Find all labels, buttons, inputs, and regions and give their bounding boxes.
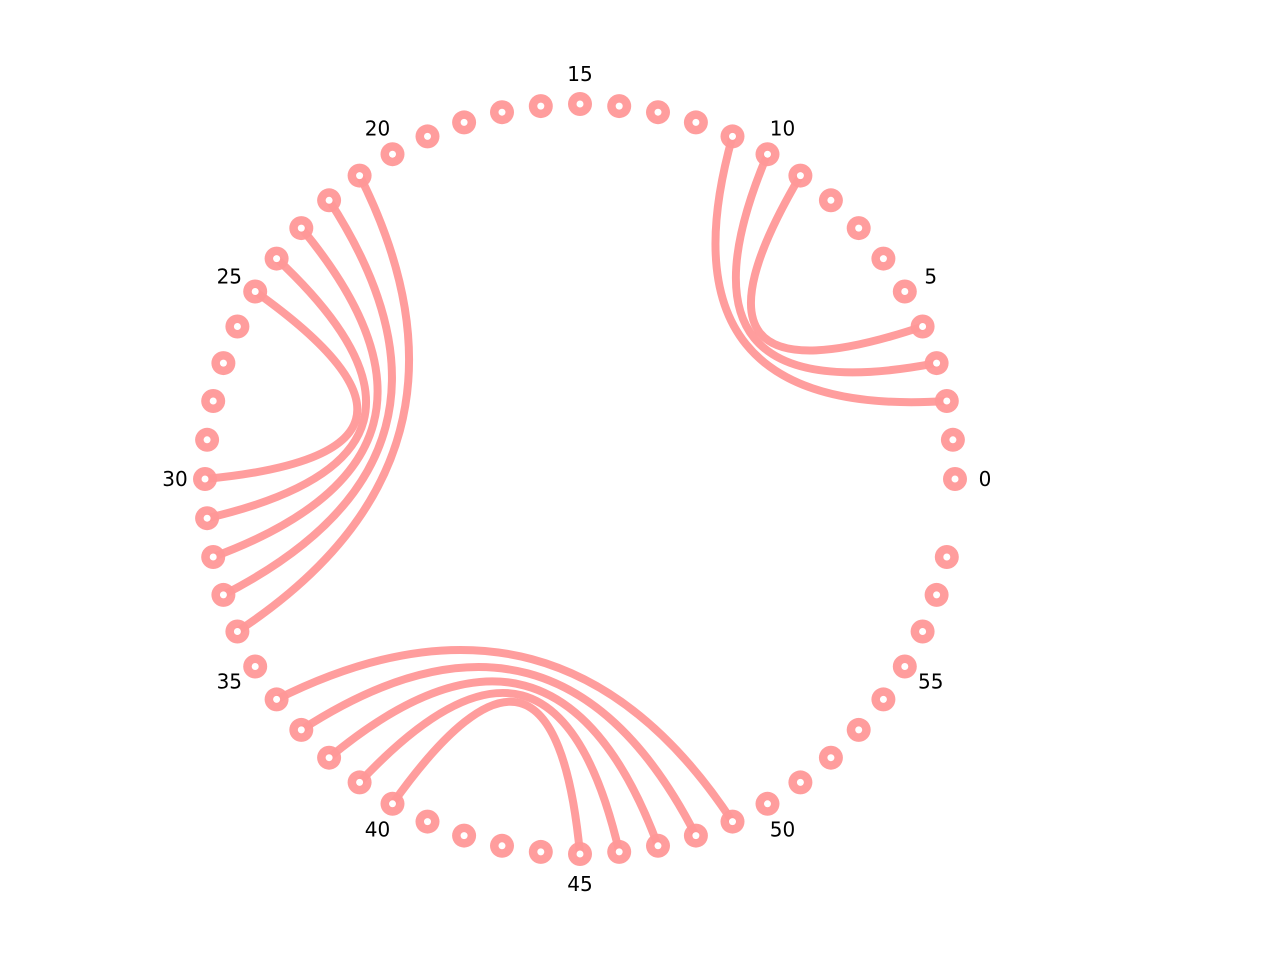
node-21 xyxy=(347,163,372,188)
node-26 xyxy=(225,314,250,339)
node-34 xyxy=(225,619,250,644)
node-42 xyxy=(452,823,477,848)
node-9 xyxy=(788,163,813,188)
node-44 xyxy=(528,839,553,864)
node-label-35: 35 xyxy=(217,670,242,694)
node-label-10: 10 xyxy=(770,116,795,140)
node-30 xyxy=(193,467,217,491)
edge-24-31 xyxy=(203,254,370,523)
node-label-45: 45 xyxy=(567,872,592,896)
node-13 xyxy=(646,100,670,125)
edge-37-48 xyxy=(297,663,700,840)
node-48 xyxy=(683,823,708,848)
edge-3-10 xyxy=(731,150,941,377)
edge-4-9 xyxy=(747,171,927,355)
node-29 xyxy=(195,427,220,452)
node-10 xyxy=(755,142,780,167)
node-17 xyxy=(490,100,514,125)
node-1 xyxy=(940,427,965,452)
node-19 xyxy=(415,124,440,149)
edge-23-32 xyxy=(209,224,382,561)
node-56 xyxy=(910,619,935,644)
node-55 xyxy=(892,654,917,679)
edge-39-46 xyxy=(355,689,624,856)
node-label-25: 25 xyxy=(217,265,242,289)
node-18 xyxy=(452,110,477,135)
node-50 xyxy=(755,791,780,816)
node-24 xyxy=(264,246,289,271)
node-15 xyxy=(568,92,592,116)
node-14 xyxy=(607,94,632,119)
node-16 xyxy=(528,94,553,119)
edge-38-47 xyxy=(325,677,662,850)
nodes-layer xyxy=(193,92,967,866)
node-6 xyxy=(871,246,896,271)
node-54 xyxy=(871,687,896,712)
node-label-50: 50 xyxy=(770,818,795,842)
node-31 xyxy=(195,506,220,531)
edges-layer xyxy=(201,132,951,858)
node-33 xyxy=(211,582,236,607)
node-41 xyxy=(415,809,440,834)
node-7 xyxy=(846,216,871,241)
node-58 xyxy=(934,545,959,569)
node-0 xyxy=(943,467,967,491)
node-20 xyxy=(380,142,405,167)
node-53 xyxy=(846,717,871,742)
node-43 xyxy=(490,833,514,858)
node-27 xyxy=(211,351,236,376)
node-label-0: 0 xyxy=(979,467,992,491)
node-label-55: 55 xyxy=(918,670,943,694)
node-36 xyxy=(264,687,289,712)
node-52 xyxy=(818,745,843,770)
node-5 xyxy=(892,279,917,304)
node-45 xyxy=(568,842,592,866)
edge-21-34 xyxy=(233,171,414,636)
node-25 xyxy=(243,279,268,304)
node-47 xyxy=(646,833,670,858)
node-32 xyxy=(201,545,226,569)
node-3 xyxy=(924,351,949,376)
node-46 xyxy=(607,839,632,864)
node-51 xyxy=(788,770,813,795)
node-label-20: 20 xyxy=(365,116,390,140)
node-23 xyxy=(289,216,314,241)
node-38 xyxy=(317,745,342,770)
node-label-5: 5 xyxy=(924,265,937,289)
edge-40-45 xyxy=(388,697,584,858)
node-40 xyxy=(380,791,405,816)
labels-layer: 0 5 10 15 20 25 30 35 40 45 50 55 xyxy=(162,62,991,896)
node-label-30: 30 xyxy=(162,467,187,491)
edge-25-30 xyxy=(201,287,362,483)
node-2 xyxy=(934,389,959,413)
node-12 xyxy=(683,110,708,135)
node-22 xyxy=(317,188,342,213)
node-8 xyxy=(818,188,843,213)
node-37 xyxy=(289,717,314,742)
edge-36-49 xyxy=(272,645,737,826)
node-label-40: 40 xyxy=(365,818,390,842)
edge-22-33 xyxy=(219,196,396,599)
edge-2-11 xyxy=(711,132,951,407)
node-39 xyxy=(347,770,372,795)
node-11 xyxy=(720,124,745,149)
node-4 xyxy=(910,314,935,339)
node-57 xyxy=(924,582,949,607)
node-49 xyxy=(720,809,745,834)
node-28 xyxy=(201,389,226,413)
node-35 xyxy=(243,654,268,679)
node-label-15: 15 xyxy=(567,62,592,86)
